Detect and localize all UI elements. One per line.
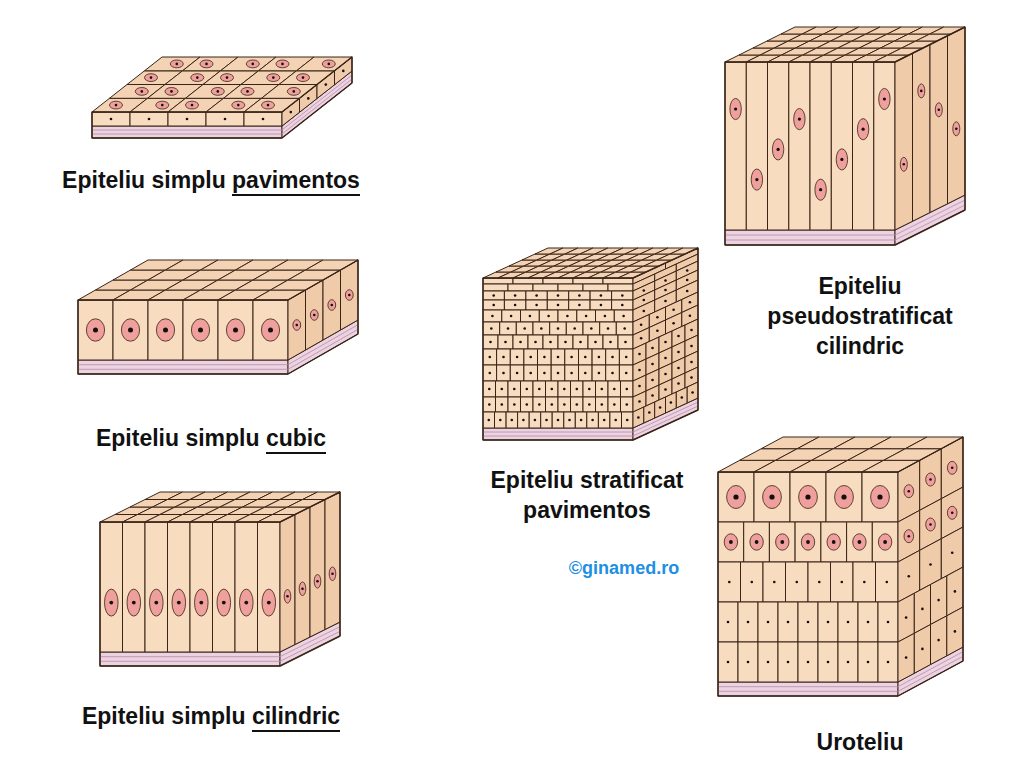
- caption-label: Epiteliu simplu cubic: [96, 424, 326, 454]
- watermark: ©ginamed.ro: [569, 557, 679, 580]
- word-underline: [232, 194, 360, 196]
- word-underline: [266, 452, 326, 454]
- caption-label: Uroteliu: [817, 728, 904, 758]
- caption-label: Epiteliu stratificat pavimentos: [452, 466, 722, 526]
- caption-label: Epiteliu pseudostratificat cilindric: [745, 272, 975, 362]
- word-underline: [252, 730, 340, 732]
- caption-label: Epiteliu simplu pavimentos: [62, 166, 360, 196]
- caption-label: Epiteliu simplu cilindric: [82, 702, 340, 732]
